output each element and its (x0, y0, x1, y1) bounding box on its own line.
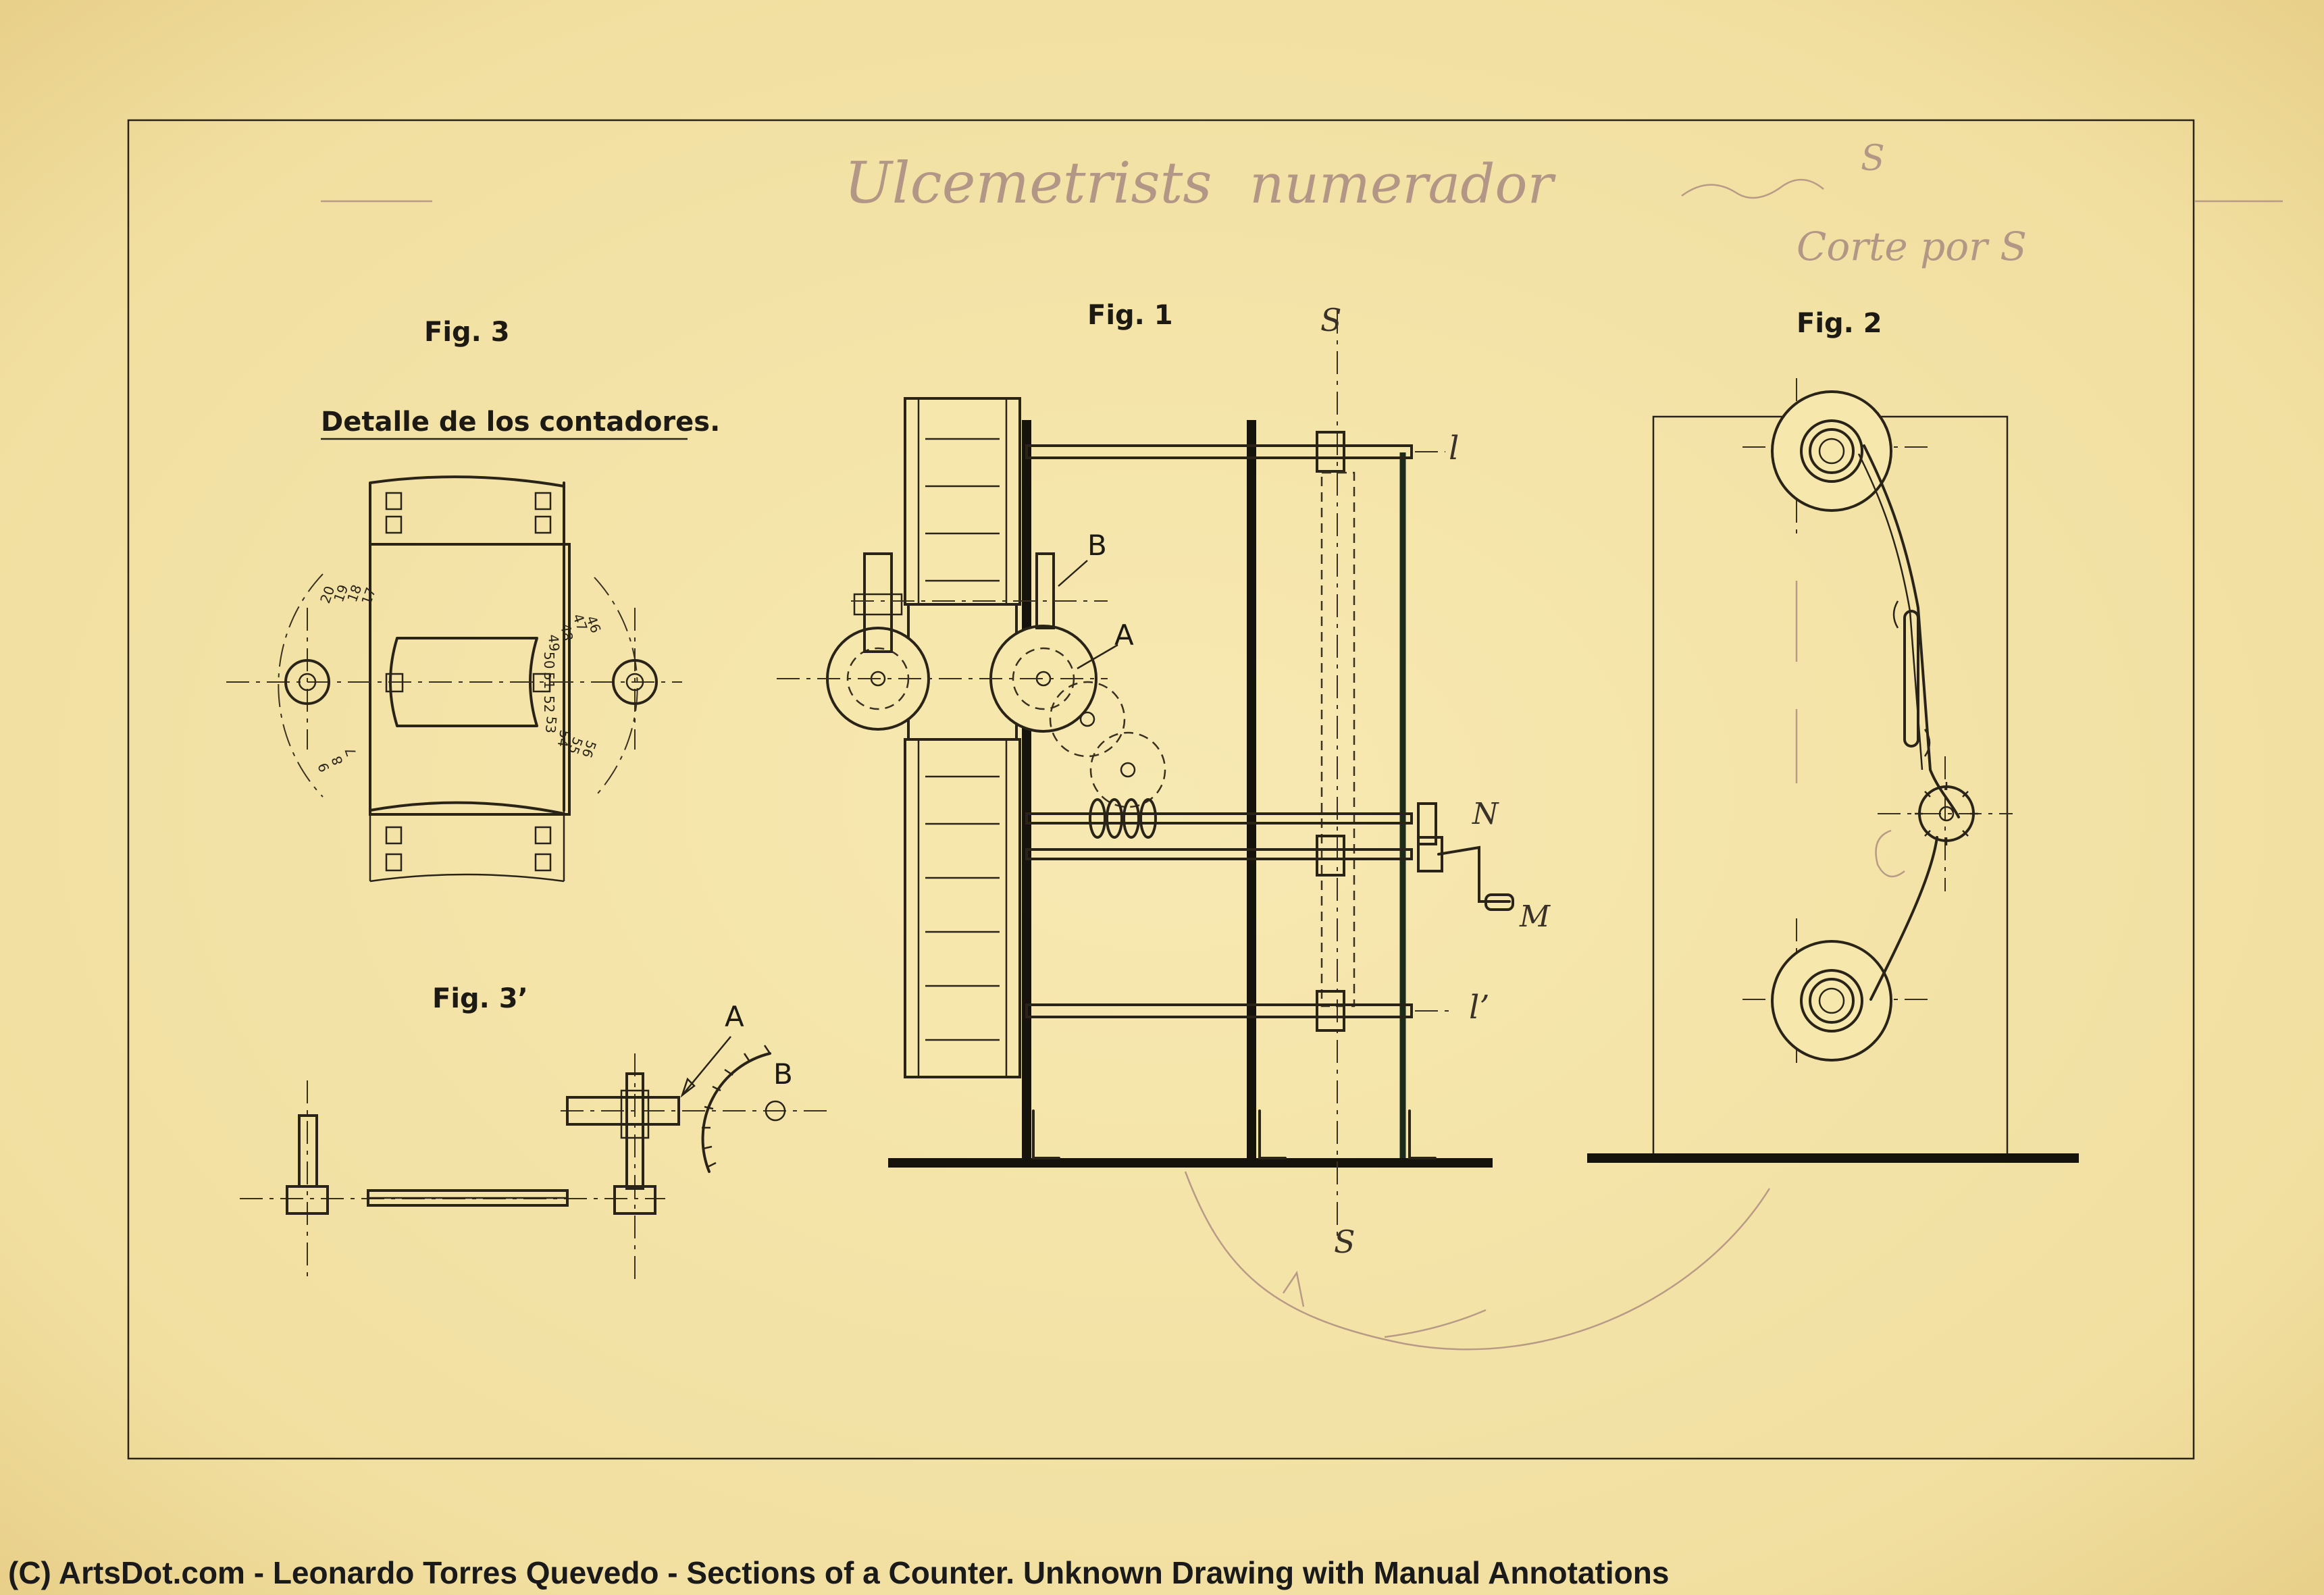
figure-3-prime: Fig. 3’ A B (240, 983, 831, 1280)
fig1-label-b: B (1087, 529, 1107, 562)
fig1-pencil-arc (1184, 1171, 1771, 1351)
pencil-scribble-right (1681, 178, 1824, 199)
fig2-title: Fig. 2 (1797, 308, 1882, 339)
fig3b-label-a: A (725, 1000, 744, 1033)
fig3-caption: Detalle de los contadores. (321, 407, 720, 438)
fig2-bottom-reel (1771, 940, 1892, 1062)
fig2-tape (1863, 444, 1960, 1001)
fig1-label-l-prime: l’ (1469, 989, 1490, 1026)
pencil-note-corte: Corte por S (1797, 224, 2027, 269)
fig1-label-m: M (1519, 899, 1551, 934)
fig1-shaft-l-prime (1025, 1003, 1413, 1018)
fig3-right-scale-7: 53 (542, 716, 560, 734)
fig3-title: Fig. 3 (424, 317, 510, 348)
fig3-right-scale-4: 50 (541, 652, 557, 669)
fig3-right-pivot (612, 659, 658, 705)
fig1-worm-gear (1089, 798, 1157, 839)
pencil-title-left: Ulcemetrists (844, 150, 1212, 216)
fig1-label-n: N (1472, 797, 1499, 831)
fig3-left-pivot (284, 659, 330, 705)
fig1-lower-counter (904, 738, 1021, 1078)
fig1-shaft-m (1025, 848, 1413, 860)
pencil-title-middle: numerador (1249, 153, 1557, 215)
fig1-label-s-top: S (1320, 302, 1342, 338)
fig1-label-l: l (1449, 429, 1459, 467)
fig3b-pivot-b (765, 1100, 786, 1122)
fig3b-title: Fig. 3’ (432, 983, 528, 1014)
fig3-right-scale-2: 48 (557, 623, 576, 642)
fig1-title: Fig. 1 (1087, 300, 1173, 331)
fig1-ratchet-left (863, 552, 893, 653)
fig1-gear-2 (1089, 731, 1166, 808)
fig3-right-scale-6: 52 (541, 696, 557, 712)
figure-2: Fig. 2 (1587, 308, 2079, 1163)
fig1-shaft-n (1025, 812, 1413, 825)
fig1-upper-counter (904, 397, 1021, 606)
fig1-label-s-bottom: S (1334, 1224, 1355, 1260)
fig3-counter-body (369, 543, 571, 816)
fig2-pencil-marks (1795, 581, 1905, 878)
fig2-guide (1903, 610, 1919, 748)
fig1-label-a: A (1114, 619, 1134, 652)
fig3-right-scale-3: 49 (545, 633, 563, 652)
fig3-right-scale-8: 54 (554, 729, 573, 748)
pencil-annotations: Ulcemetrists numerador S Corte por S (321, 138, 2283, 269)
fig3b-label-b: B (773, 1057, 793, 1091)
fig1-gear-1 (1049, 681, 1126, 758)
figure-1: Fig. 1 S S (777, 300, 1771, 1351)
credit-line: (C) ArtsDot.com - Leonardo Torres Queved… (8, 1555, 1669, 1590)
fig3-drum (389, 637, 538, 727)
fig2-top-reel (1771, 390, 1892, 512)
fig3b-gear-arc (701, 1052, 771, 1173)
fig3-left-dial (278, 573, 324, 798)
pencil-s-top: S (1861, 138, 1885, 179)
fig3b-arrow-a (681, 1036, 731, 1096)
figure-3: Fig. 3 Detalle de los contadores. 20 19 … (226, 317, 720, 883)
fig3b-right-spindle (625, 1072, 644, 1190)
fig3-right-dial (594, 577, 638, 794)
drawing-border (127, 119, 2195, 1460)
fig1-ratchet-b (1035, 552, 1055, 629)
fig1-shaft-l (1025, 444, 1413, 459)
